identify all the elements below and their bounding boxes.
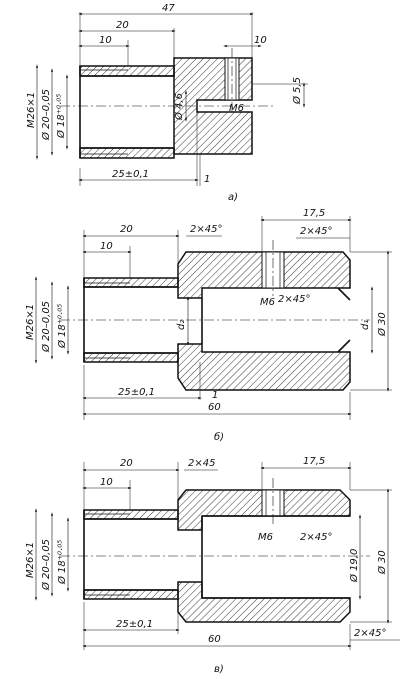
fig-b-label-bore-dia: Ø 18⁺⁰·⁰⁵ — [56, 304, 68, 349]
figure-b: 20 10 2×45° 17,5 2×45° 2×45° M6 M26×1 Ø … — [25, 208, 392, 443]
fig-b-label-chamfer3: 2×45° — [278, 294, 310, 305]
fig-a-label-tap: M6 — [229, 103, 244, 114]
fig-a-label-bore-dia: Ø 18⁺⁰·⁰⁵ — [55, 94, 67, 139]
fig-c-label-bore-dia: Ø 18⁺⁰·⁰⁵ — [56, 540, 68, 585]
fig-b-label-collar: 20 — [120, 224, 133, 235]
fig-c-label-inner-dia: Ø 19,0 — [348, 549, 360, 583]
fig-b-lower-wall — [83, 352, 179, 363]
fig-a-upper-wall — [79, 65, 175, 77]
fig-a-label-thread-len: 10 — [99, 35, 112, 46]
fig-b-label-chamfer2: 2×45° — [300, 226, 332, 237]
fig-b-label-body-dia: Ø 30 — [376, 312, 388, 337]
fig-c-label-thread-len: 10 — [100, 477, 113, 488]
fig-a-label-gap: 1 — [204, 174, 210, 185]
fig-a-label-collar: 20 — [116, 20, 129, 31]
fig-c-label-tap: M6 — [258, 532, 273, 543]
fig-c-label-chamfer1: 2×45 — [188, 458, 215, 469]
fig-a-label-seat: 25±0,1 — [112, 169, 149, 180]
fig-a-caption: a) — [228, 192, 238, 203]
fig-c-label-seat: 25±0,1 — [116, 619, 153, 630]
fig-c-label-thread-dia: M26×1 — [25, 542, 36, 578]
fig-b-label-seat: 25±0,1 — [118, 387, 155, 398]
fig-c-caption: в) — [214, 664, 224, 675]
fig-c-label-chamfer3: 2×45° — [354, 628, 386, 639]
fig-c-label-collar: 20 — [120, 458, 133, 469]
fig-b-caption: б) — [214, 431, 224, 443]
fig-b-label-overall: 60 — [208, 402, 221, 413]
figure-a: 47 20 10 10 25±0,1 1 M26×1 Ø 20–0,05 Ø 1… — [26, 3, 308, 203]
fig-a-label-hole-offset: 10 — [254, 35, 267, 46]
fig-b-label-chamfer1: 2×45° — [190, 224, 222, 235]
fig-c-body-lower — [177, 581, 351, 623]
fig-c-label-chamfer2: 2×45° — [300, 532, 332, 543]
fig-b-body-lower — [177, 343, 351, 391]
fig-c-lower-wall — [83, 589, 179, 600]
fig-b-label-thread-dia: M26×1 — [25, 304, 36, 340]
fig-a-label-side-hole: Ø 5,5 — [291, 77, 303, 105]
fig-b-label-tap: M6 — [260, 297, 275, 308]
fig-a-label-thread-dia: M26×1 — [26, 92, 37, 128]
fig-a-label-overall: 47 — [162, 3, 175, 14]
fig-b-label-d2: d₂ — [176, 320, 187, 330]
fig-c-label-outer-dia: Ø 20–0,05 — [40, 539, 52, 591]
fig-a-label-small-hole: Ø 4,6 — [173, 93, 185, 121]
fig-a-label-outer-dia: Ø 20–0,05 — [40, 89, 52, 141]
fig-a-lower-wall — [79, 147, 175, 159]
fig-c-label-overall: 60 — [208, 634, 221, 645]
fig-c-label-body-dia: Ø 30 — [376, 550, 388, 575]
fig-b-label-hole-pos: 17,5 — [303, 208, 325, 219]
fig-c-upper-wall — [83, 509, 179, 520]
fig-b-label-d1: d₁ — [360, 320, 371, 330]
fig-b-label-thread-len: 10 — [100, 241, 113, 252]
fig-b-label-outer-dia: Ø 20–0,05 — [40, 301, 52, 353]
fig-b-upper-wall — [83, 277, 179, 288]
fig-b-label-gap: 1 — [212, 390, 218, 401]
figure-c: 20 10 2×45 17,5 M26×1 Ø 20–0,05 Ø 18⁺⁰·⁰… — [25, 456, 400, 675]
fig-c-label-hole-pos: 17,5 — [303, 456, 325, 467]
